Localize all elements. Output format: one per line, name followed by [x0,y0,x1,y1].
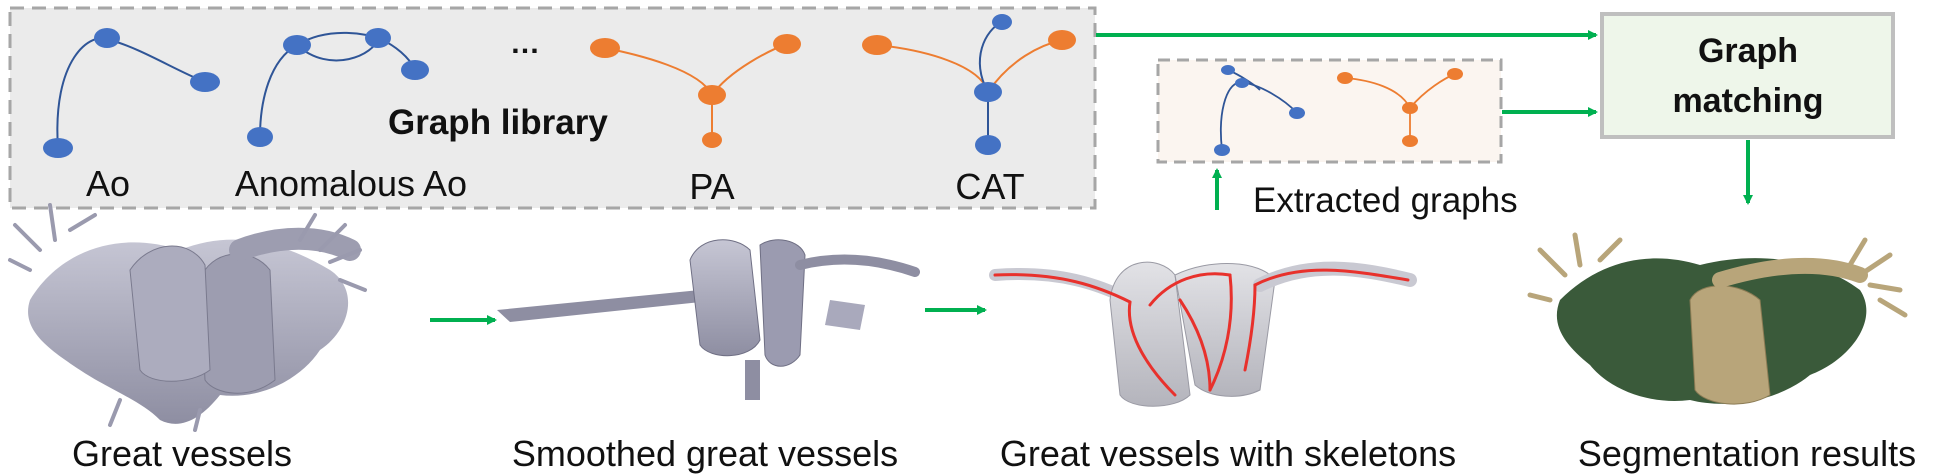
graph-node [862,35,892,55]
vessel-chamber [1109,261,1191,407]
vessel-trunk [199,253,276,394]
graph-matching-line2: matching [1672,82,1823,120]
graph-node [698,85,726,105]
caption-skeleton-vessels: Great vessels with skeletons [1000,433,1456,474]
graph-cat [862,14,1076,155]
graph-ao [43,28,220,158]
graph-node [1221,65,1235,75]
graph-node [190,72,220,92]
graph-node [1402,102,1418,114]
graph-label-cat: CAT [955,166,1024,207]
graph-anomalous-ao [247,28,429,147]
graph-matching-border [1600,12,1895,139]
graph-label-pa: PA [689,166,734,207]
graph-node [992,14,1012,30]
segmentation-tan-region [1689,285,1771,405]
graph-matching-line1: Graph [1698,32,1798,70]
graph-library-panel: … Graph library Ao Anomalous Ao PA [8,6,1097,210]
graph-node [590,38,620,58]
caption-smoothed-vessels: Smoothed great vessels [512,433,898,474]
vessel-trunk [129,245,211,382]
graph-pa [590,34,801,148]
graph-node [1048,30,1076,50]
extracted-graphs-border [1156,58,1503,164]
graph-node [702,132,722,148]
vessel-chamber [689,239,761,357]
graph-node [1235,78,1249,88]
graph-label-anomalous-ao: Anomalous Ao [235,163,467,204]
graph-node [365,28,391,48]
vessel-tube [497,290,720,322]
graph-matching-panel: Graph matching [1600,12,1895,139]
vessel-arch [229,227,361,261]
vessel-branch [795,254,920,277]
graph-node [1337,72,1353,84]
segmentation-render [1527,232,1908,405]
caption-segmentation-results: Segmentation results [1578,433,1916,474]
segmentation-twigs [1527,232,1908,318]
extracted-graphs-panel [1156,58,1503,164]
graph-node [401,60,429,80]
graph-node [1447,68,1463,80]
graph-node [1214,144,1230,156]
extracted-graphs-label: Extracted graphs [1253,181,1518,220]
graph-library-border [8,6,1097,210]
graph-node [247,127,273,147]
vessel-branches [8,203,367,432]
caption-great-vessels: Great vessels [72,433,292,474]
graph-node [1402,135,1418,147]
graph-node [974,82,1002,102]
graph-node [773,34,801,54]
vessel-chamber [759,239,806,367]
graph-label-ao: Ao [86,163,130,204]
great-vessels-render [8,203,367,432]
graph-node [975,135,1001,155]
segmentation-branch [1712,257,1868,288]
skeleton-vessels-render [989,261,1417,407]
graph-library-title: Graph library [388,103,608,142]
graph-library-ellipsis: … [510,27,540,60]
vessel-piece [825,300,865,330]
graph-node [43,138,73,158]
smoothed-vessels-render [497,239,920,400]
graph-node [1289,107,1305,119]
graph-node [94,28,120,48]
vessel-stem [745,360,760,400]
skeleton-lines [993,268,1410,397]
graph-node [283,35,311,55]
